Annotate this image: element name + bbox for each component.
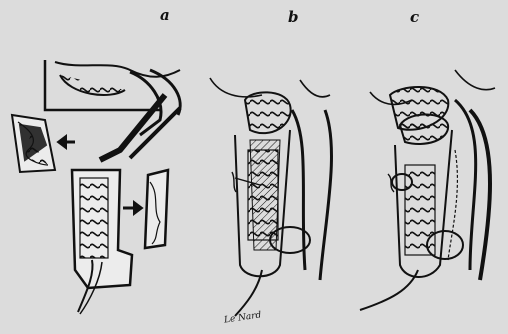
panel-b-drawing: [210, 78, 331, 316]
panel-a-drawing: [12, 60, 180, 314]
panel-c-drawing: [360, 70, 495, 310]
